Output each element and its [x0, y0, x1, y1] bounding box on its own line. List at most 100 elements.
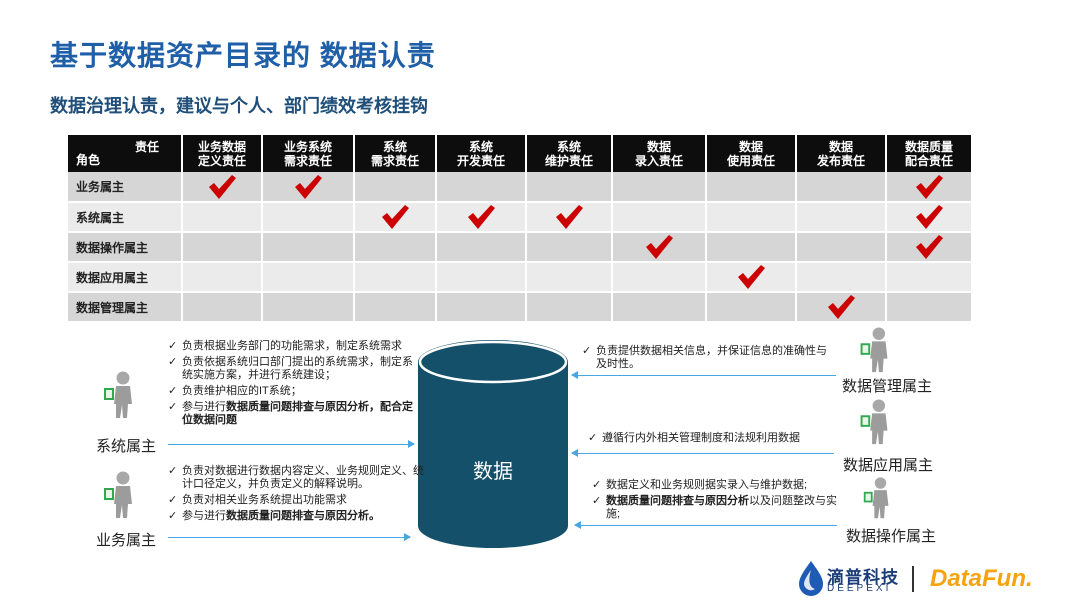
responsibility-cell [706, 262, 797, 293]
check-bullet-icon: ✓ [588, 432, 598, 444]
column-header: 数据使用责任 [706, 135, 797, 172]
duty-text: 参与进行 [182, 401, 226, 413]
person-holding-card-icon [860, 399, 888, 445]
check-bullet-icon: ✓ [168, 385, 178, 397]
column-header-line: 业务数据 [197, 139, 246, 154]
check-bullet-icon: ✓ [168, 340, 178, 352]
check-bullet-icon: ✓ [582, 345, 592, 357]
check-mark-icon [468, 205, 495, 229]
column-header: 系统需求责任 [354, 135, 437, 172]
column-header: 数据录入责任 [612, 135, 707, 172]
responsibility-cell [526, 232, 613, 263]
column-header: 数据发布责任 [796, 135, 887, 172]
responsibility-cell [182, 172, 263, 203]
responsibility-cell [526, 292, 613, 323]
deepexi-logo-cn: 滴普科技 [827, 568, 899, 587]
responsibility-cell [526, 202, 613, 233]
responsibility-cell [262, 292, 355, 323]
column-header-line: 使用责任 [726, 153, 775, 168]
arrow-business-to-data [168, 533, 411, 541]
responsibility-cell [796, 292, 887, 323]
column-header: 系统开发责任 [436, 135, 527, 172]
check-mark-icon [646, 235, 673, 259]
check-mark-icon [916, 205, 943, 229]
column-header-line: 需求责任 [370, 153, 419, 168]
responsibility-cell [886, 172, 973, 203]
op-owner-label: 数据操作属主 [846, 528, 937, 545]
duty-item: ✓数据定义和业务规则据实录入与维护数据; [592, 479, 850, 492]
deepexi-logo-icon [799, 561, 823, 596]
responsibility-cell [262, 262, 355, 293]
duty-text: 负责依据系统归口部门提出的系统需求，制定系统实施方案，并进行系统建设； [182, 356, 413, 381]
column-header-line: 系统 [556, 139, 581, 154]
responsibility-cell [886, 232, 973, 263]
responsibility-cell [886, 292, 973, 323]
datafun-logo: DataFun. [930, 565, 1033, 592]
responsibility-cell [182, 262, 263, 293]
responsibility-cell [436, 202, 527, 233]
duty-item: ✓参与进行数据质量问题排查与原因分析，配合定位数据问题 [168, 401, 420, 427]
role-cell: 系统属主 [68, 202, 183, 233]
duty-text: 负责根据业务部门的功能需求，制定系统需求 [182, 340, 402, 352]
arrow-system-to-data [168, 440, 415, 448]
role-cell: 数据应用属主 [68, 262, 183, 293]
column-header-line: 录入责任 [634, 153, 683, 168]
check-bullet-icon: ✓ [168, 465, 178, 477]
op-owner-duties: ✓数据定义和业务规则据实录入与维护数据; ✓ 数据质量问题排查与原因分析以及问题整改… [592, 479, 850, 524]
responsibility-cell [436, 292, 527, 323]
person-holding-card-icon [104, 471, 132, 518]
logo-divider [912, 566, 914, 592]
deepexi-logo-en: DEEPEXI [827, 583, 892, 594]
responsibility-matrix: 责任 角色 业务数据定义责任业务系统需求责任系统需求责任系统开发责任系统维护责任… [68, 135, 973, 323]
responsibility-cell [886, 202, 973, 233]
responsibility-cell [706, 202, 797, 233]
app-owner-duties: ✓ 遵循行内外相关管理制度和法规利用数据 [588, 432, 838, 448]
system-owner-duties: ✓ 负责根据业务部门的功能需求，制定系统需求 ✓ 负责依据系统归口部门提出的系统需求，… [168, 340, 420, 430]
responsibility-cell [354, 292, 437, 323]
column-header-line: 发布责任 [816, 153, 865, 168]
column-header-line: 开发责任 [456, 153, 505, 168]
responsibility-cell [526, 262, 613, 293]
role-axis-label: 角色 [76, 153, 101, 167]
check-mark-icon [738, 265, 765, 289]
responsibility-cell [182, 232, 263, 263]
duty-text: 数据定义和业务规则据实录入与维护数据; [606, 479, 808, 491]
responsibility-cell [706, 232, 797, 263]
duty-text: 负责对数据进行数据内容定义、业务规则定义、统计口径定义，并负责定义的解释说明。 [182, 465, 424, 490]
check-bullet-icon: ✓ [592, 495, 602, 507]
duty-text: 数据质量问题排查与原因分析。 [226, 510, 380, 522]
role-cell: 业务属主 [68, 172, 183, 203]
column-header: 业务数据定义责任 [182, 135, 263, 172]
column-header-line: 维护责任 [544, 153, 593, 168]
check-mark-icon [295, 174, 322, 199]
responsibility-cell [436, 262, 527, 293]
person-holding-card-icon [863, 477, 889, 519]
responsibility-cell [612, 232, 707, 263]
duty-text: 数据质量问题排查与原因分析 [606, 495, 749, 507]
table-row: 数据管理属主 [68, 292, 973, 323]
check-mark-icon [828, 295, 855, 319]
duty-item: ✓参与进行数据质量问题排查与原因分析。 [168, 510, 424, 523]
column-header: 业务系统需求责任 [262, 135, 355, 172]
data-cylinder [418, 340, 568, 548]
duty-item: ✓负责对相关业务系统提出功能需求 [168, 494, 424, 507]
responsibility-cell [354, 202, 437, 233]
responsibility-cell [262, 202, 355, 233]
duty-text: 以及问题整改与实施; [606, 495, 837, 520]
duty-item: ✓ 数据质量问题排查与原因分析以及问题整改与实施; [592, 495, 850, 521]
column-header-line: 系统 [382, 139, 407, 154]
column-header-line: 配合责任 [904, 153, 953, 168]
column-header-line: 定义责任 [197, 153, 246, 168]
data-cylinder-label: 数据 [473, 461, 513, 483]
duty-text: 遵循行内外相关管理制度和法规利用数据 [602, 432, 800, 444]
responsibility-cell [262, 172, 355, 203]
column-header-line: 数据质量 [904, 139, 953, 154]
check-mark-icon [916, 174, 943, 199]
duty-text: 负责维护相应的IT系统； [182, 385, 302, 397]
person-holding-card-icon [860, 327, 888, 373]
column-header-line: 数据 [738, 139, 763, 154]
column-header-line: 业务系统 [283, 139, 332, 154]
responsibility-cell [182, 202, 263, 233]
check-mark-icon [382, 205, 409, 229]
check-bullet-icon: ✓ [168, 356, 178, 368]
